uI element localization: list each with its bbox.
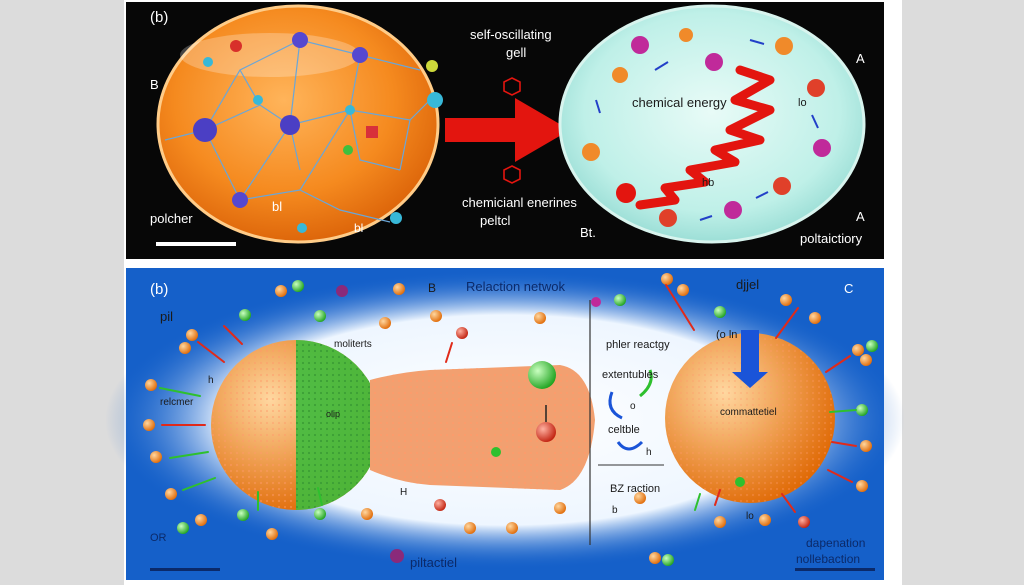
arrow-title-line-2: gell — [506, 45, 527, 60]
chemical-spring — [635, 65, 775, 210]
inward-arrows — [159, 284, 857, 513]
label-pil: pil — [160, 309, 174, 324]
polymer-network — [164, 39, 431, 223]
label-h1: h — [208, 375, 214, 386]
label-o1: o — [630, 401, 636, 412]
reaction-network-title: Relaction netwok — [466, 279, 565, 294]
gel-bridge — [370, 365, 595, 490]
label-H: H — [400, 487, 408, 498]
bottom-panel-label: (b) — [150, 281, 169, 298]
arrow-title-line-1: self-oscillating — [470, 27, 552, 42]
label-relcmer: relcmer — [160, 397, 194, 408]
scale-bar-bottom-left — [150, 568, 220, 571]
right-mid-label: lo — [798, 97, 807, 109]
right-bottom-label: A — [856, 209, 865, 224]
right-sphere — [665, 330, 835, 503]
arrow-caption-line-2: peltcl — [480, 213, 511, 228]
label-or: OR — [150, 532, 167, 544]
left-gel-note-2: bl — [354, 221, 364, 235]
right-top-label: A — [856, 51, 865, 66]
surrounding-particles — [143, 273, 878, 566]
label-c: C — [844, 281, 854, 296]
cycle-arrows — [608, 369, 653, 451]
label-b2: b — [612, 505, 618, 516]
label-h2: h — [646, 447, 652, 458]
chemical-energy-label: chemical energy — [632, 95, 727, 110]
molecule-icons — [503, 77, 521, 184]
reaction-beads — [491, 361, 556, 457]
label-oln: (o ln — [716, 329, 738, 341]
left-bottom-label: polcher — [150, 211, 193, 226]
label-lo: lo — [746, 511, 754, 522]
left-sphere — [211, 340, 381, 510]
left-gel-label: B — [150, 77, 159, 92]
label-molitters: moliterts — [334, 339, 372, 350]
label-celtble: celtble — [608, 424, 640, 436]
label-commo: commattetiel — [720, 407, 777, 418]
label-dapenation-1: dapenation — [806, 536, 866, 550]
network-nodes — [193, 32, 443, 233]
right-bottom-right-label: poltaictiory — [800, 231, 863, 246]
label-djel: djjel — [736, 277, 760, 292]
scale-bar-bottom-right — [795, 568, 875, 571]
right-bottom-left-label: Bt. — [580, 225, 596, 240]
scale-bar-top — [156, 242, 236, 246]
label-extentables: extentubles — [602, 369, 659, 381]
top-panel-label: (b) — [150, 9, 169, 26]
label-piltactiel: piltactiel — [410, 555, 457, 570]
arrow-caption-line-1: chemicianl enerines — [462, 195, 577, 210]
label-b: B — [428, 281, 437, 295]
label-olip: olip — [326, 409, 341, 419]
oscillating-particles — [582, 28, 831, 227]
spring-label: hb — [702, 177, 715, 189]
left-gel-note: bl — [272, 199, 283, 214]
label-phler: phler reactgy — [606, 339, 670, 351]
label-bz: BZ raction — [610, 483, 661, 495]
label-dapenation-2: nollebaction — [796, 552, 861, 566]
right-gel — [558, 4, 866, 244]
reaction-arrow — [445, 98, 570, 162]
flow-arrows — [595, 39, 819, 221]
